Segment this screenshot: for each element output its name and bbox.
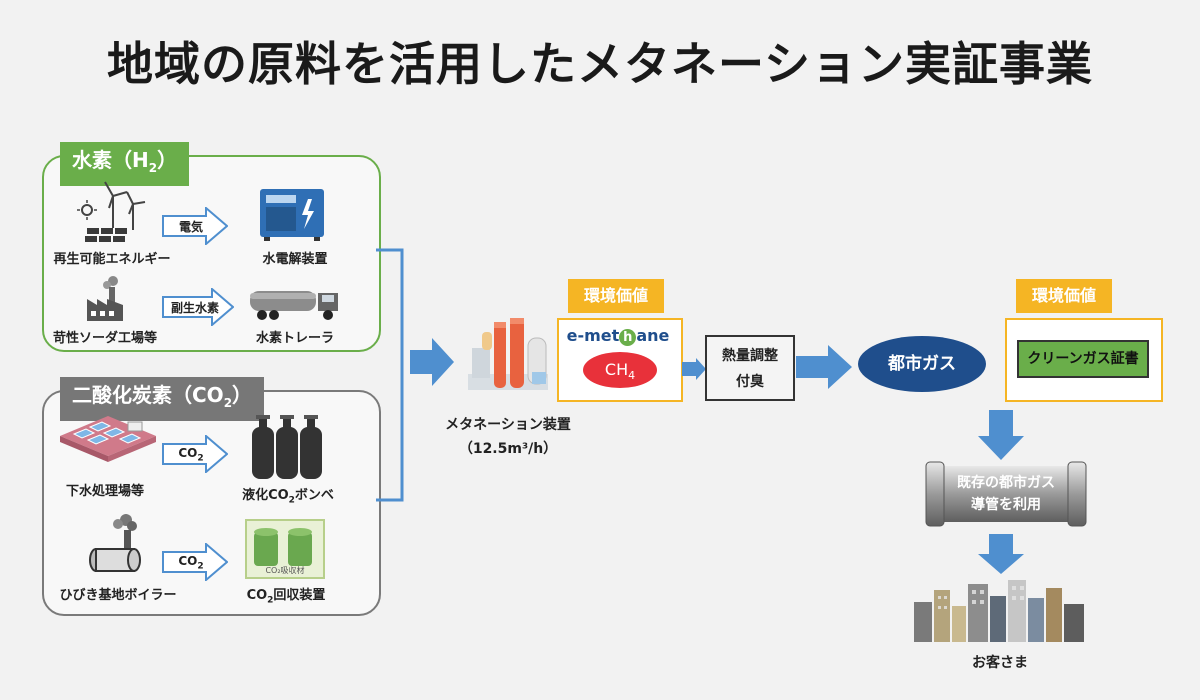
cylinders-label-sub: 2: [288, 495, 295, 506]
recovery-label-post: 回収装置: [273, 588, 326, 603]
to-adjust-arrow-icon: [682, 358, 706, 380]
hydrogen-tag-close: ）: [157, 148, 178, 172]
customers-label: お客さま: [972, 655, 1028, 671]
recovery-label-pre: CO: [246, 588, 268, 603]
co2-arrow-1-label: CO2: [164, 446, 218, 463]
methanation-equipment-icon: [468, 318, 548, 390]
sewage-plant-icon: [60, 416, 156, 462]
e-methane-logo-h: h: [619, 329, 637, 346]
calorie-adjust-line2: 付臭: [736, 374, 764, 390]
electricity-arrow-icon: [162, 207, 228, 245]
co2-arrow-2-text: CO: [178, 554, 198, 568]
electricity-arrow-label: 電気: [178, 220, 203, 234]
renewable-energy-icon: [77, 181, 146, 242]
byproduct-hydrogen-arrow-label: 副生水素: [170, 301, 219, 315]
sewage-plant-label: 下水処理場等: [65, 484, 144, 499]
hydrogen-tag-sub: 2: [148, 161, 158, 175]
to-pipe-arrow-icon: [978, 410, 1024, 460]
liquefied-co2-cylinders-label: 液化CO2ボンベ: [228, 484, 348, 506]
input-bracket-connector: [376, 248, 404, 502]
to-methanation-arrow-icon: [410, 338, 454, 386]
co2-recovery-device-label: CO2回収装置: [226, 584, 346, 606]
hydrogen-tag-text: 水素（H: [72, 148, 149, 172]
hydrogen-trailer-label: 水素トレーラ: [255, 331, 334, 346]
to-city-gas-arrow-icon: [796, 345, 852, 389]
electrolyzer-label: 水電解装置: [262, 252, 328, 267]
city-gas-badge: 都市ガス: [858, 336, 986, 392]
renewable-energy-label: 再生可能エネルギー: [53, 252, 171, 267]
e-methane-logo-pre: e-met: [566, 326, 620, 345]
liquefied-co2-cylinders-icon: [252, 415, 322, 479]
co2-tag: 二酸化炭素（CO2）: [60, 377, 265, 421]
co2-tag-text: 二酸化炭素（CO: [72, 383, 224, 407]
recovery-label-sub: 2: [267, 595, 274, 606]
byproduct-hydrogen-arrow-icon: [162, 288, 234, 326]
co2-arrow-1-icon: [162, 435, 228, 473]
ch4-badge: CH4: [583, 352, 657, 388]
clean-gas-certificate: クリーンガス証書: [1017, 340, 1149, 378]
methanation-capacity: （12.5m³/h）: [458, 441, 558, 457]
co2-arrow-1-text: CO: [178, 446, 198, 460]
to-customers-arrow-icon: [978, 534, 1024, 574]
environmental-value-left: 環境価値: [568, 279, 664, 313]
methanation-label: メタネーション装置: [445, 417, 571, 433]
co2-recovery-device-icon: [245, 519, 325, 579]
co2-arrow-2-icon: [162, 543, 228, 581]
electrolyzer-icon: [260, 189, 324, 241]
boiler-label: ひびき基地ボイラー: [59, 588, 177, 603]
e-methane-logo-post: ane: [636, 326, 670, 345]
co2-arrow-2-label: CO2: [164, 554, 218, 571]
factory-icon: [87, 276, 123, 321]
co2-tag-sub: 2: [223, 396, 233, 410]
calorie-adjust-box: 熱量調整 付臭: [705, 335, 795, 401]
hydrogen-tag: 水素（H2）: [60, 142, 190, 186]
existing-pipeline-icon: [925, 461, 1087, 527]
page-title: 地域の原料を活用したメタネーション実証事業: [106, 37, 1094, 91]
co2-arrow-1-sub: 2: [197, 453, 204, 464]
pipe-text-line2: 導管を利用: [971, 497, 1041, 513]
co2-absorbent-text: CO₂吸収材: [265, 566, 305, 575]
caustic-soda-factory-label: 苛性ソーダ工場等: [52, 331, 157, 346]
city-skyline-icon: [914, 580, 1084, 642]
environmental-value-right: 環境価値: [1016, 279, 1112, 313]
cylinders-label-pre: 液化CO: [242, 488, 289, 503]
co2-arrow-2-sub: 2: [197, 561, 204, 572]
calorie-adjust-line1: 熱量調整: [722, 348, 778, 364]
pipe-text-line1: 既存の都市ガス: [957, 475, 1055, 491]
ch4-text: CH: [604, 360, 629, 379]
cylinders-label-post: ボンベ: [294, 488, 334, 503]
co2-tag-close: ）: [232, 383, 253, 407]
hydrogen-trailer-icon: [250, 291, 338, 320]
ch4-sub: 4: [628, 369, 636, 383]
boiler-icon: [89, 514, 141, 572]
